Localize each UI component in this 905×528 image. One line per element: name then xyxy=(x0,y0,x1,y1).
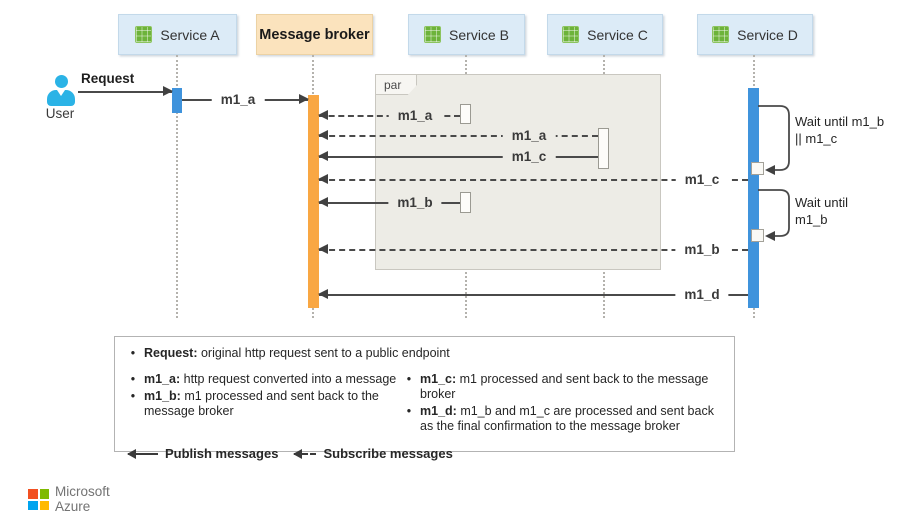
legend-item: • m1_b: m1 processed and sent back to th… xyxy=(130,389,379,418)
arrowhead-icon xyxy=(318,289,328,299)
wait-marker-2 xyxy=(751,229,764,242)
user-icon-body xyxy=(47,90,75,106)
arrowhead-icon xyxy=(318,151,328,161)
arrowhead-icon xyxy=(318,197,328,207)
message-label: m1_a xyxy=(502,126,556,145)
wait-note-1: Wait until m1_b || m1_c xyxy=(795,114,885,146)
microsoft-azure-wordmark: Microsoft Azure xyxy=(55,484,110,514)
participant-label: Service D xyxy=(737,26,798,43)
legend-item: • m1_c: m1 processed and sent back to th… xyxy=(406,372,709,401)
legend-key: Request: xyxy=(144,346,198,360)
message-label: m1_c xyxy=(675,170,729,189)
participant-service-a: Service A xyxy=(118,14,237,55)
par-fragment xyxy=(375,74,661,270)
message-label: m1_c xyxy=(502,147,556,166)
arrowhead-icon xyxy=(163,86,173,96)
activation-service-d xyxy=(748,88,759,308)
message-label-request: Request xyxy=(81,71,135,86)
publish-label: Publish messages xyxy=(165,446,279,461)
legend-key: m1_a: xyxy=(144,372,181,386)
legend-box: • Request: original http request sent to… xyxy=(114,336,735,461)
publish-arrow-icon xyxy=(127,448,158,459)
microsoft-logo-icon xyxy=(28,489,49,510)
legend-text: original http request sent to a public e… xyxy=(200,346,450,360)
message-label: m1_b xyxy=(388,193,442,212)
actor-label: User xyxy=(45,106,75,121)
subscribe-label: Subscribe messages xyxy=(323,446,453,461)
arrowhead-icon xyxy=(318,130,328,140)
message-label: m1_d xyxy=(675,285,729,304)
activation-message-broker xyxy=(308,95,319,308)
user-icon-head xyxy=(54,75,68,88)
activation-service-a xyxy=(172,88,182,113)
legend-text: m1_b and m1_c are processed and sent bac… xyxy=(420,404,714,433)
activation-service-c xyxy=(598,128,609,169)
wait-marker-1 xyxy=(751,162,764,175)
wait-loop-1 xyxy=(758,105,790,175)
legend-column-right: • m1_c: m1 processed and sent back to th… xyxy=(404,372,721,434)
service-grid-icon xyxy=(712,26,730,43)
legend-arrow-key: Publish messages Subscribe messages xyxy=(127,446,721,461)
service-grid-icon xyxy=(562,26,580,43)
legend-request-row: • Request: original http request sent to… xyxy=(130,346,450,360)
par-fragment-tab: par xyxy=(375,74,417,95)
message-label: m1_a xyxy=(211,90,265,109)
subscribe-arrow-icon xyxy=(293,448,317,459)
arrowhead-icon xyxy=(299,94,309,104)
participant-label: Message broker xyxy=(259,26,370,43)
legend-text: m1 processed and sent back to the messag… xyxy=(144,389,379,418)
lifeline-service-a xyxy=(176,55,178,318)
legend-key: m1_c: xyxy=(420,372,457,386)
wait-loop-2 xyxy=(758,189,790,241)
wait-note-2: Wait until m1_b xyxy=(795,195,848,227)
microsoft-azure-logo: Microsoft Azure xyxy=(28,484,110,514)
participant-label: Service C xyxy=(587,26,648,43)
activation-service-b-2 xyxy=(460,192,471,213)
participant-label: Service A xyxy=(160,26,220,43)
participant-label: Service B xyxy=(449,26,509,43)
message-label: m1_b xyxy=(675,240,729,259)
legend-text: http request converted into a message xyxy=(183,372,397,386)
arrowhead-icon xyxy=(318,174,328,184)
legend-columns: • m1_a: http request converted into a me… xyxy=(128,372,721,434)
participant-service-b: Service B xyxy=(408,14,525,55)
user-icon-collar xyxy=(57,90,65,96)
legend-item: • m1_d: m1_b and m1_c are processed and … xyxy=(406,404,714,433)
service-grid-icon xyxy=(135,26,153,43)
arrowhead-icon xyxy=(318,110,328,120)
user-icon xyxy=(45,75,77,109)
legend-text: m1 processed and sent back to the messag… xyxy=(420,372,709,401)
legend-item: • m1_a: http request converted into a me… xyxy=(130,372,397,386)
participant-service-c: Service C xyxy=(547,14,663,55)
legend-key: m1_d: xyxy=(420,404,457,418)
arrowhead-icon xyxy=(318,244,328,254)
participant-service-d: Service D xyxy=(697,14,813,55)
legend-column-left: • m1_a: http request converted into a me… xyxy=(128,372,404,434)
legend-key: m1_b: xyxy=(144,389,181,403)
service-grid-icon xyxy=(424,26,442,43)
message-label: m1_a xyxy=(388,106,442,125)
participant-message-broker: Message broker xyxy=(256,14,373,55)
activation-service-b-1 xyxy=(460,104,471,124)
